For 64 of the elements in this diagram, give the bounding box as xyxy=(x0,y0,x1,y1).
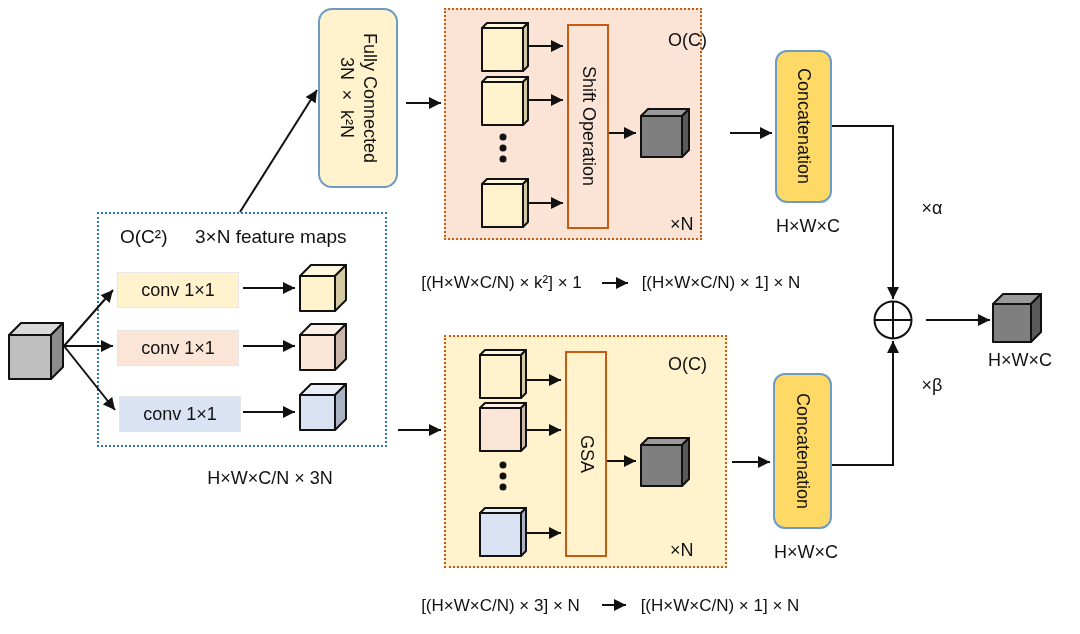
arrow xyxy=(528,94,564,106)
shape-formula: [(H×W×C/N) × 3] × N xyxy=(401,589,600,623)
complexity-label: O(C) xyxy=(668,354,707,375)
arrow xyxy=(601,277,629,289)
concat-box: Concatenation xyxy=(773,373,832,529)
cube-drawing xyxy=(479,402,527,452)
arrow xyxy=(528,40,564,52)
operation-box: GSA xyxy=(565,351,607,557)
arrow xyxy=(606,455,637,467)
group-title: 3×N feature maps xyxy=(195,226,347,248)
shape-formula: [(H×W×C/N) × 1] × N xyxy=(630,265,812,301)
concat-box: Concatenation xyxy=(775,50,832,203)
arrow xyxy=(731,456,771,468)
arrow xyxy=(242,282,296,294)
conv-block: conv 1×1 xyxy=(119,396,241,432)
shape-formula: [(H×W×C/N) × 1] × N xyxy=(628,589,812,623)
arrow xyxy=(831,340,899,466)
repeat-label: ×N xyxy=(670,214,694,235)
size-label: H×W×C xyxy=(774,541,838,563)
complexity-label: O(C) xyxy=(668,30,707,51)
complexity-label: O(C²) xyxy=(120,226,168,248)
arrow xyxy=(242,406,296,418)
arrow xyxy=(397,424,442,436)
size-label: H×W×C xyxy=(988,349,1052,371)
cube-drawing xyxy=(8,322,64,380)
cube-drawing xyxy=(992,293,1042,343)
arrow xyxy=(63,340,114,352)
box-formula: 3N × k²N xyxy=(336,57,358,139)
arrow xyxy=(729,127,773,139)
cube-drawing xyxy=(640,437,690,487)
sum-symbol xyxy=(873,300,913,340)
cube-drawing xyxy=(299,264,347,312)
arrow xyxy=(608,127,637,139)
arrow xyxy=(528,197,564,209)
size-label: H×W×C/N × 3N xyxy=(207,467,333,489)
arrow xyxy=(526,527,562,539)
size-label: H×W×C xyxy=(776,215,840,237)
conv-block: conv 1×1 xyxy=(117,330,239,366)
cube-drawing xyxy=(299,323,347,371)
dotted-panel xyxy=(444,335,727,568)
arrow xyxy=(526,424,562,436)
cube-drawing xyxy=(479,349,527,399)
arrow xyxy=(405,97,442,109)
cube-drawing xyxy=(481,76,529,126)
cube-drawing xyxy=(481,22,529,72)
dotted-frame xyxy=(97,212,387,447)
cube-drawing xyxy=(299,383,347,431)
arrow xyxy=(831,125,899,300)
operation-box: Shift Operation xyxy=(567,24,609,229)
arrow xyxy=(242,340,296,352)
shape-formula: [(H×W×C/N) × k²] × 1 xyxy=(403,265,600,301)
cube-drawing xyxy=(479,507,527,557)
repeat-label: ×N xyxy=(670,540,694,561)
arrow xyxy=(925,314,991,326)
layer-box xyxy=(318,8,398,188)
arrow xyxy=(63,289,114,347)
arrow xyxy=(526,374,562,386)
arrow xyxy=(63,345,116,411)
arrow xyxy=(601,599,627,611)
box-title: Fully Connected xyxy=(358,32,381,164)
cube-drawing xyxy=(640,108,690,158)
arrow xyxy=(239,89,318,213)
conv-block: conv 1×1 xyxy=(117,272,239,308)
cube-drawing xyxy=(481,178,529,228)
